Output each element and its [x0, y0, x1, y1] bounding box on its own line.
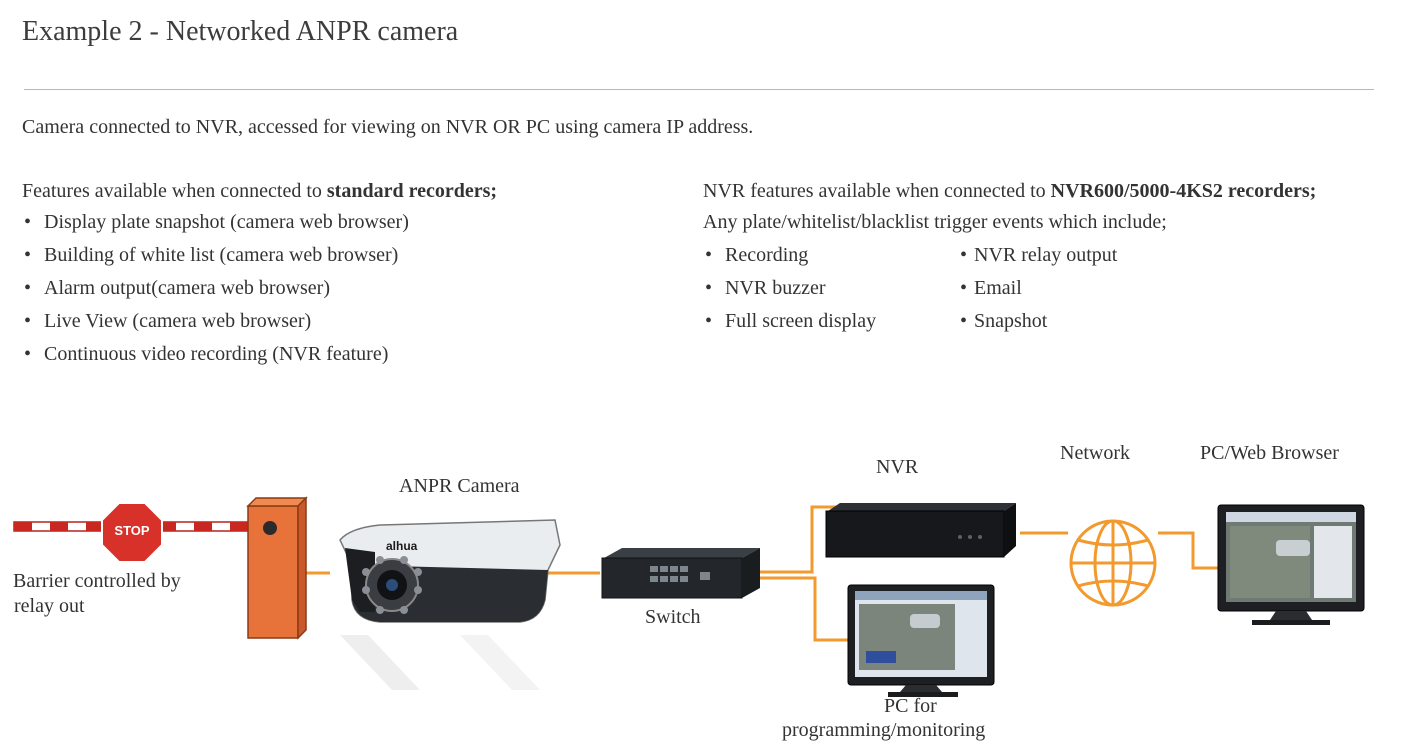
left-feature-item: •Building of white list (camera web brow…	[24, 244, 399, 266]
switch-pc-link	[758, 576, 850, 642]
nvr-feature-item: •Recording	[705, 244, 809, 266]
left-feature-label: Alarm output(camera web browser)	[44, 277, 330, 299]
barrier-label-line1: Barrier controlled by	[13, 570, 181, 592]
left-feature-label: Continuous video recording (NVR feature)	[44, 343, 389, 365]
barrier-post-graphic	[246, 496, 308, 640]
left-heading-prefix: Features available when connected to	[22, 180, 327, 202]
pc-programming-label-line1: PC for	[884, 695, 937, 717]
left-feature-label: Display plate snapshot (camera web brows…	[44, 211, 409, 233]
left-feature-label: Building of white list (camera web brows…	[44, 244, 399, 266]
left-feature-item: •Live View (camera web browser)	[24, 310, 312, 332]
switch-label: Switch	[645, 606, 701, 628]
network-label: Network	[1060, 442, 1130, 464]
right-heading-prefix: NVR features available when connected to	[703, 180, 1051, 202]
left-feature-item: •Display plate snapshot (camera web brow…	[24, 211, 409, 233]
nvr-feature-item: •Snapshot	[960, 310, 1048, 332]
nvr-feature-label: Email	[974, 277, 1022, 299]
left-features-heading: Features available when connected to sta…	[22, 178, 497, 204]
stop-sign-text: STOP	[114, 523, 150, 538]
title-divider	[24, 89, 1374, 90]
nvr-label: NVR	[876, 456, 919, 478]
nvr-feature-label: NVR buzzer	[725, 277, 826, 299]
web-browser-monitor-graphic	[1217, 504, 1365, 625]
intro-text: Camera connected to NVR, accessed for vi…	[22, 116, 754, 138]
nvr-feature-label: Snapshot	[974, 310, 1048, 332]
right-heading-bold: NVR600/5000-4KS2 recorders;	[1050, 180, 1317, 202]
network-globe-icon	[1069, 519, 1157, 607]
network-pc-link	[1158, 531, 1220, 570]
nvr-feature-item: •NVR relay output	[960, 244, 1118, 266]
nvr-feature-item: •Full screen display	[705, 310, 877, 332]
left-feature-label: Live View (camera web browser)	[44, 310, 312, 332]
nvr-feature-label: Recording	[725, 244, 809, 266]
right-features-heading: NVR features available when connected to…	[703, 178, 1316, 204]
camera-label: ANPR Camera	[399, 475, 520, 497]
left-heading-bold: standard recorders;	[326, 180, 498, 202]
barrier-label-line2: relay out	[14, 595, 85, 617]
anpr-camera-graphic	[339, 519, 561, 690]
left-feature-item: •Alarm output(camera web browser)	[24, 277, 330, 299]
page-title: Example 2 - Networked ANPR camera	[22, 16, 459, 47]
nvr-feature-label: NVR relay output	[974, 244, 1118, 266]
pc-programming-label-line2: programming/monitoring	[782, 719, 986, 741]
programming-monitor-graphic	[847, 584, 995, 697]
nvr-feature-item: •NVR buzzer	[705, 277, 826, 299]
camera-brand-logo: alhua	[386, 539, 418, 553]
nvr-feature-label: Full screen display	[725, 310, 877, 332]
switch-graphic	[601, 548, 760, 599]
left-feature-item: •Continuous video recording (NVR feature…	[24, 343, 389, 365]
stop-sign-icon	[101, 502, 163, 563]
right-features-subheading: Any plate/whitelist/blacklist trigger ev…	[703, 211, 1167, 233]
nvr-graphic	[825, 503, 1016, 558]
nvr-feature-item: •Email	[960, 277, 1022, 299]
pc-web-browser-label: PC/Web Browser	[1200, 442, 1339, 464]
